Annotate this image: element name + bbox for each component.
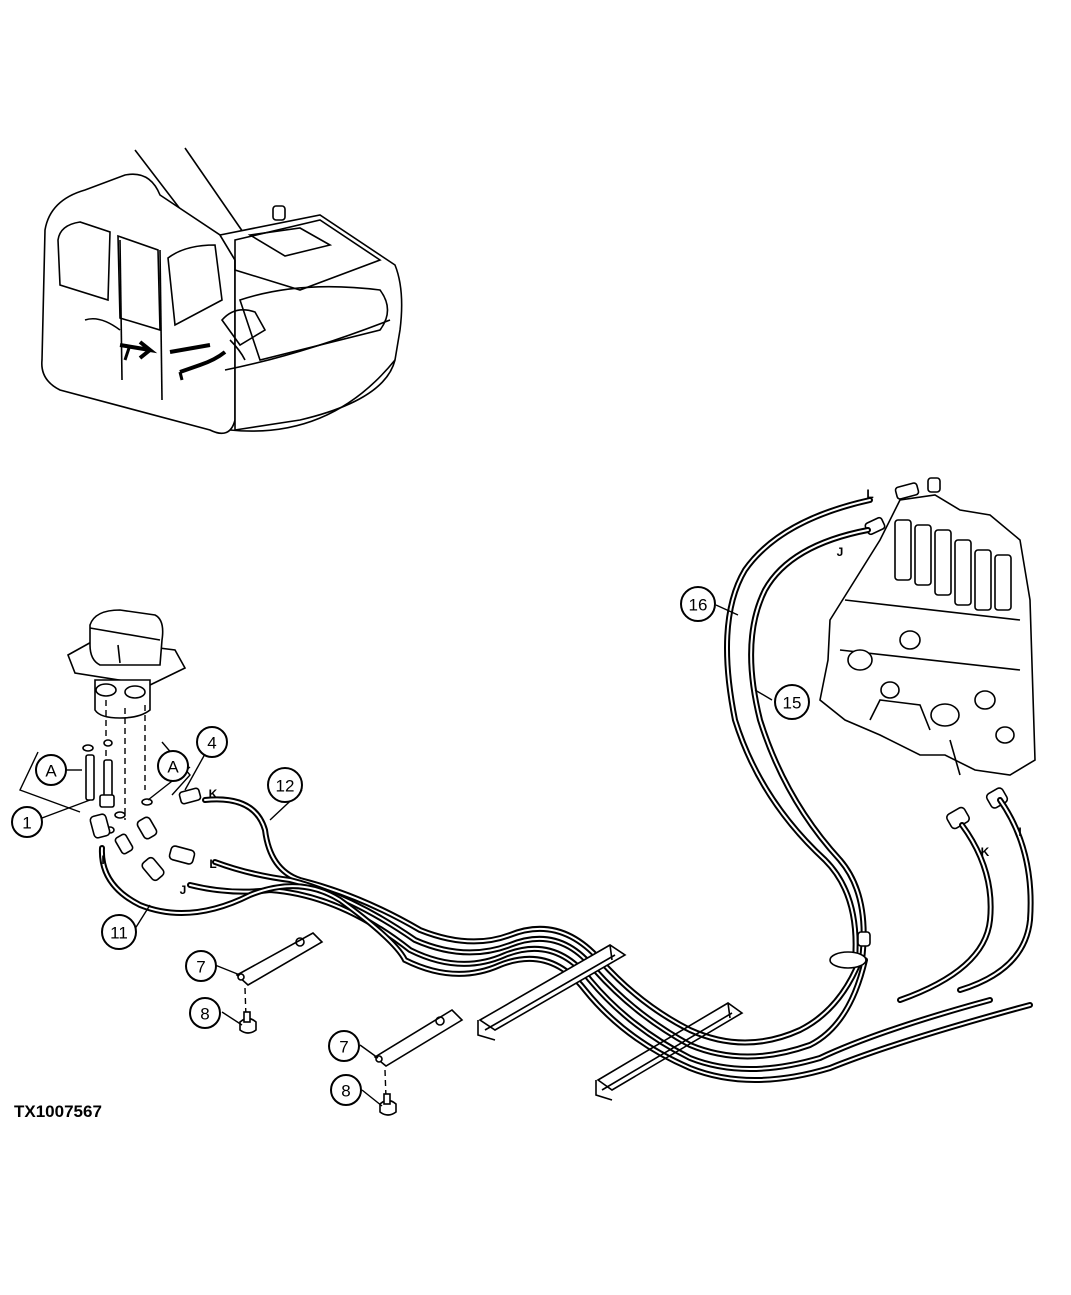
elbow-fittings (89, 787, 202, 882)
callout-12: 12 (267, 767, 303, 803)
clamp-plate-upper (235, 932, 324, 1019)
port-letter-i-right: I (1018, 825, 1021, 839)
bolt-lower (379, 1093, 397, 1116)
port-letter-k-right: K (981, 845, 990, 859)
callout-label: 4 (207, 734, 216, 753)
callout-7-upper: 7 (185, 950, 217, 982)
support-rails (477, 944, 744, 1101)
callout-15: 15 (774, 684, 810, 720)
callout-label: 16 (689, 596, 708, 615)
pilot-control-valve (67, 609, 187, 834)
main-control-valve (819, 477, 1036, 830)
callout-label: 7 (339, 1038, 348, 1057)
callout-11: 11 (101, 914, 137, 950)
callout-8-lower: 8 (330, 1074, 362, 1106)
callout-7-lower: 7 (328, 1030, 360, 1062)
callout-label: 15 (783, 694, 802, 713)
callout-a-right: A (157, 750, 189, 782)
callout-label: 8 (200, 1005, 209, 1024)
callout-label: 12 (276, 777, 295, 796)
callout-a-left: A (35, 754, 67, 786)
port-letter-i-left: I (101, 853, 104, 867)
callout-4: 4 (196, 726, 228, 758)
machine-overview-illustration (41, 147, 403, 435)
callout-label: 1 (22, 814, 31, 833)
callout-label: A (45, 762, 57, 781)
bolt-upper (239, 1011, 257, 1034)
callout-label: A (167, 758, 179, 777)
callout-label: 8 (341, 1082, 350, 1101)
callout-8-upper: 8 (189, 997, 221, 1029)
port-letter-j-right: J (837, 545, 844, 559)
figure-id: TX1007567 (14, 1102, 102, 1121)
clamp-plate-lower (373, 1008, 464, 1099)
bracket-a-left (19, 751, 81, 813)
port-letter-k-left: K (209, 787, 218, 801)
port-letter-l-left: L (209, 857, 216, 871)
callout-label: 11 (110, 924, 128, 943)
port-letter-l-right: L (866, 487, 873, 501)
callout-16: 16 (680, 586, 716, 622)
callout-label: 7 (196, 958, 205, 977)
port-letter-j-left: J (180, 883, 187, 897)
hose-bundle (98, 497, 1034, 1083)
callout-1: 1 (11, 806, 43, 838)
